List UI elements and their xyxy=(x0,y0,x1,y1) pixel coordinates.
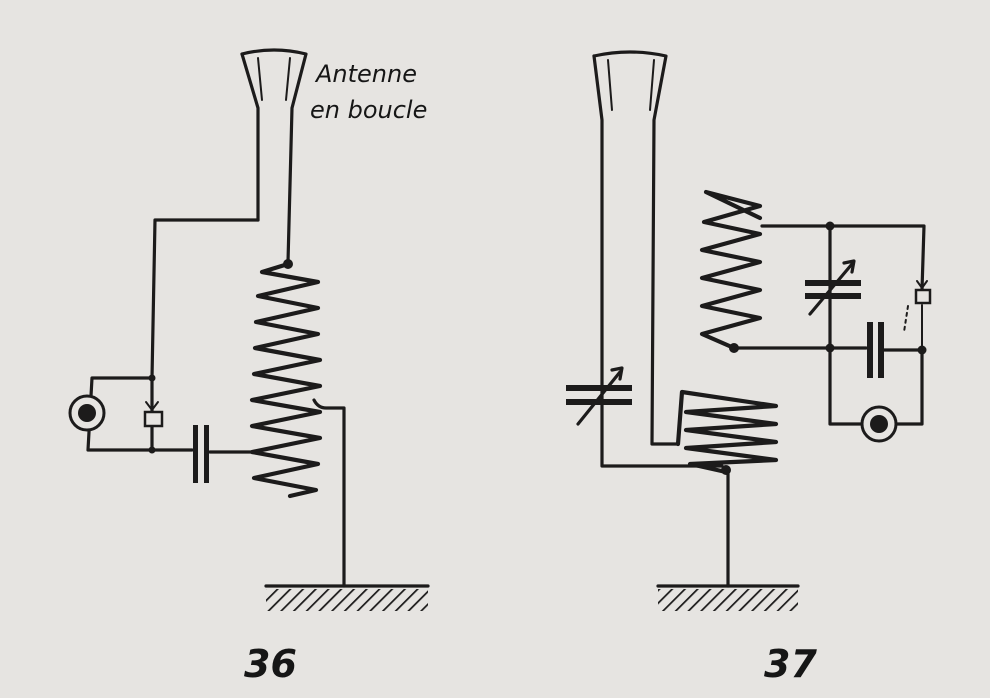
antenna-label-line2: en boucle xyxy=(310,96,428,124)
variable-capacitor-tuning-37 xyxy=(805,259,861,316)
coil-36 xyxy=(249,261,323,499)
fixed-capacitor-37 xyxy=(867,322,884,378)
wire-capacitor-to-detector-37 xyxy=(882,348,924,426)
fixed-capacitor-36 xyxy=(193,425,209,483)
loop-antenna-37 xyxy=(592,50,724,468)
figure-number-36: 36 xyxy=(244,642,297,686)
detector-crystal-37 xyxy=(903,273,932,351)
detector-crystal-36 xyxy=(143,387,164,428)
telephone-receiver-37 xyxy=(860,405,898,443)
loop-antenna-36 xyxy=(240,48,308,264)
secondary-coil-37 xyxy=(699,189,763,351)
ground-36 xyxy=(264,584,430,611)
wire-secondary-top-37 xyxy=(760,224,926,292)
primary-coil-37 xyxy=(675,389,779,475)
wire-tuning-branch-37 xyxy=(828,224,864,426)
figure-36 xyxy=(68,48,430,611)
variable-capacitor-loop-37 xyxy=(566,366,632,426)
antenna-label-line1: Antenne xyxy=(316,60,417,88)
wire-loop-to-detector-36 xyxy=(150,218,260,380)
telephone-receiver-36 xyxy=(68,394,106,432)
figure-37 xyxy=(566,50,932,611)
figure-number-37: 37 xyxy=(764,642,817,686)
wire-tap-to-ground-36 xyxy=(312,398,346,588)
ground-37 xyxy=(656,584,800,611)
